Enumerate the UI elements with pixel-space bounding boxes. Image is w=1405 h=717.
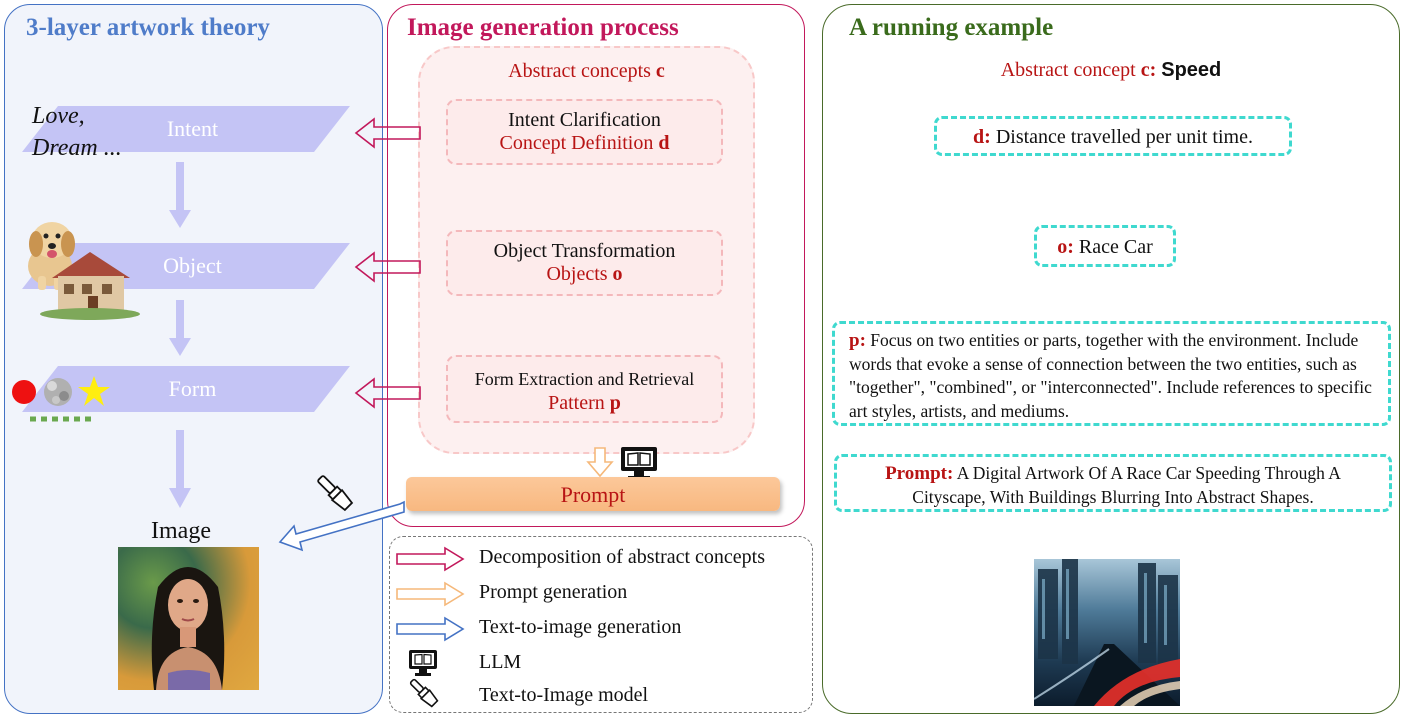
object-transformation-box: Object Transformation Objects o (446, 230, 723, 296)
object-text: Race Car (1078, 236, 1153, 258)
image-label: Image (151, 518, 211, 544)
pattern-text: Focus on two entities or parts, together… (849, 330, 1372, 421)
house-icon (40, 252, 140, 320)
red-circle-icon (12, 380, 36, 404)
pattern-text: Pattern (548, 392, 605, 414)
form-layer-label: Form (168, 376, 217, 401)
legend-decomposition-text: Decomposition of abstract concepts (479, 546, 766, 568)
example-panel-title: A running example (849, 14, 1054, 41)
abstract-concept-prefix: Abstract concept (1000, 59, 1136, 81)
prompt-generation-arrow (586, 447, 614, 478)
star-icon (78, 376, 110, 406)
portrait-image (118, 547, 259, 690)
theory-panel-title: 3-layer artwork theory (26, 14, 270, 41)
object-box: o: Race Car (1034, 225, 1176, 267)
legend-llm: LLM (395, 649, 815, 677)
form-extraction-box: Form Extraction and Retrieval Pattern p (446, 355, 723, 423)
prompt-text: A Digital Artwork Of A Race Car Speeding… (912, 463, 1341, 507)
definition-box: d: Distance travelled per unit time. (934, 116, 1292, 156)
object-key: o: (1057, 236, 1074, 258)
intent-clarification-title: Intent Clarification (508, 109, 661, 131)
love-dream-text: Love, Dream ... (32, 100, 122, 164)
form-shapes-illustration (12, 376, 110, 422)
llm-monitor-icon (621, 447, 657, 479)
object-layer-label: Object (163, 253, 222, 278)
intent-layer-label: Intent (166, 116, 219, 141)
legend-text-to-image: Text-to-image generation (395, 614, 815, 642)
layer-flow-arrows (169, 162, 191, 508)
dog-house-illustration (28, 222, 140, 320)
legend-decomposition: Decomposition of abstract concepts (395, 544, 815, 572)
concept-definition-var: d (658, 132, 670, 154)
prompt-bar-label: Prompt (560, 482, 626, 507)
legend-llm-text: LLM (479, 651, 522, 673)
legend-t2i-model: Text-to-Image model (395, 678, 815, 710)
legend-t2i-model-text: Text-to-Image model (479, 684, 649, 706)
abstract-concept-var: c: (1140, 59, 1157, 81)
pattern-box: p: Focus on two entities or parts, toget… (832, 321, 1391, 426)
portrait-figure (151, 567, 225, 690)
legend-box (389, 536, 813, 713)
objects-line: Objects o (448, 263, 721, 286)
abstract-concepts-var: c (655, 60, 665, 82)
monitor-book-icon (409, 650, 437, 676)
form-extraction-title: Form Extraction and Retrieval (474, 369, 695, 389)
decomposition-arrow-intent (354, 117, 421, 149)
prompt-key: Prompt: (885, 463, 954, 484)
dream-word: Dream ... (32, 135, 122, 161)
orange-hollow-arrow-icon (396, 581, 465, 607)
legend-prompt-generation: Prompt generation (395, 579, 815, 607)
prompt-box: Prompt: A Digital Artwork Of A Race Car … (834, 454, 1392, 512)
abstract-concept-line: Abstract concept c: Speed (822, 59, 1400, 82)
intent-clarification-box: Intent Clarification Concept Definition … (446, 99, 723, 165)
blue-hollow-arrow-icon (396, 616, 465, 642)
pattern-var: p (609, 392, 621, 414)
object-transformation-title: Object Transformation (493, 240, 676, 262)
abstract-concepts-text: Abstract concepts (508, 60, 651, 82)
objects-text: Objects (546, 263, 608, 285)
objects-var: o (612, 263, 623, 285)
race-car-city-image (1034, 559, 1180, 706)
abstract-concepts-title: Abstract concepts c (418, 60, 755, 83)
legend-prompt-generation-text: Prompt generation (479, 581, 628, 603)
concept-definition-text: Concept Definition (499, 132, 654, 154)
concept-definition-line: Concept Definition d (448, 132, 721, 155)
generation-panel-title: Image generation process (407, 14, 679, 41)
pink-hollow-arrow-icon (396, 546, 465, 572)
pattern-key: p: (849, 330, 866, 351)
paintbrush-icon (409, 678, 439, 708)
text-to-image-arrow (278, 500, 405, 552)
prompt-bar: Prompt (406, 477, 780, 511)
decomposition-arrow-object (354, 251, 421, 283)
legend-text-to-image-text: Text-to-image generation (479, 616, 682, 638)
definition-key: d: (973, 126, 991, 148)
paintbrush-icon-main (317, 475, 354, 512)
decomposition-arrows (354, 117, 421, 409)
rock-icon (44, 378, 72, 406)
decomposition-arrow-form (354, 377, 421, 409)
love-word: Love, (32, 103, 85, 129)
city-skyline (1034, 559, 1180, 706)
pattern-line: Pattern p (448, 392, 721, 415)
definition-text: Distance travelled per unit time. (995, 126, 1253, 148)
abstract-concept-value: Speed (1161, 59, 1222, 81)
